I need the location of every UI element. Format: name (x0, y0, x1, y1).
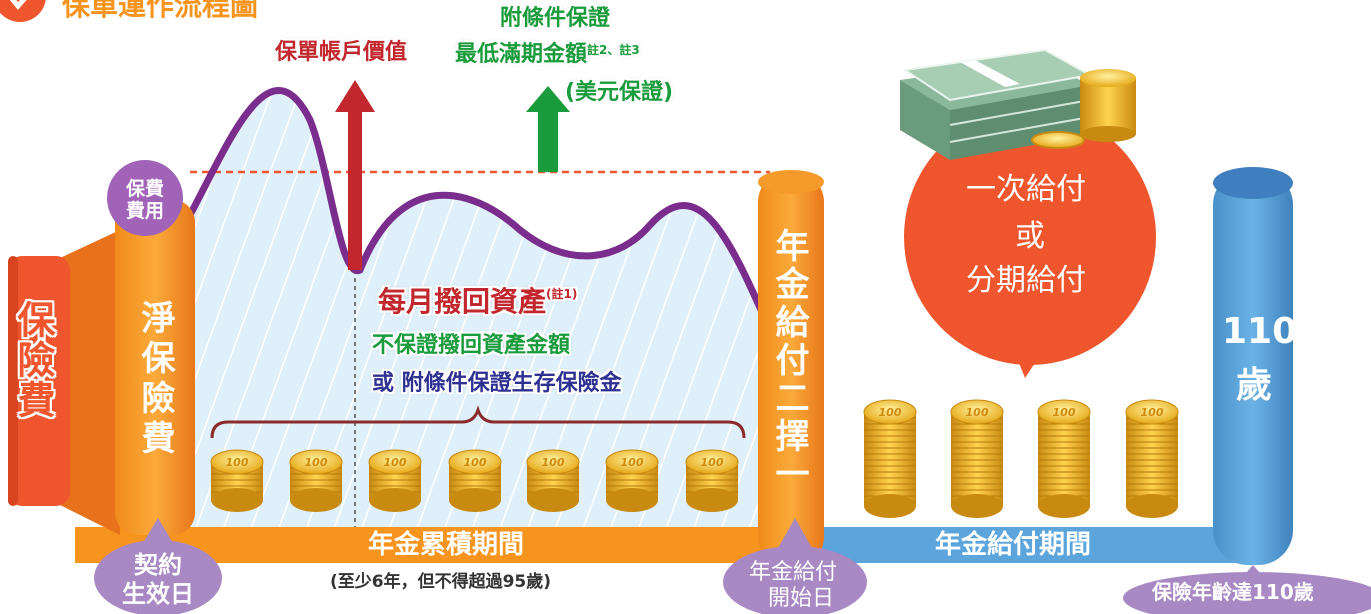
small-coin-stack: 100 (526, 449, 580, 512)
payment-bubble-line3: 分期給付 (966, 263, 1086, 298)
check-mark-icon (9, 0, 27, 10)
age-reach-badge (1123, 565, 1371, 614)
coins-bracket (210, 405, 746, 439)
coin-label: 100 (464, 456, 487, 469)
accumulation-note: (至少6年，但不得超過95歲) (330, 572, 552, 592)
premium-label-text: 保險費 (11, 300, 55, 420)
or-survival-label: 或 附條件保證生存保險金 (372, 371, 622, 396)
small-coin-stack: 100 (605, 449, 659, 512)
payout-period-label: 年金給付期間 (935, 530, 1092, 560)
fee-circle (107, 160, 183, 236)
no-guarantee-label: 不保證撥回資產金額 (372, 333, 571, 358)
coin-label: 100 (879, 406, 902, 419)
account-value-arrow (335, 80, 375, 270)
guarantee-note: 註2、註3 (587, 43, 640, 57)
page-title: 保單運作流程圖 (62, 0, 259, 22)
fee-label: 保費費用 (125, 178, 164, 222)
small-coin-stack: 100 (289, 449, 343, 512)
premium-block-shade (8, 256, 18, 506)
guarantee-line2: 最低滿期金額註2、註3 (455, 44, 640, 66)
age-110-cylinder (1213, 170, 1293, 565)
coin-label: 100 (621, 456, 644, 469)
payout-bar (790, 527, 1260, 563)
payout-start-line1: 年金給付 (749, 560, 838, 585)
accumulation-period-label: 年金累積期間 (368, 530, 525, 560)
coin-label: 100 (542, 456, 565, 469)
small-coin-stack: 100 (210, 449, 264, 512)
coin-label: 100 (701, 456, 724, 469)
small-coin-stack: 100 (368, 449, 422, 512)
coin-label: 100 (1141, 406, 1164, 419)
guarantee-arrow (526, 86, 570, 172)
tall-coin-stack: 100 (950, 399, 1004, 518)
guarantee-line3: (美元保證) (565, 80, 674, 105)
tall-coin-stack: 100 (1037, 399, 1091, 518)
annuity-choice-cylinder (758, 172, 824, 567)
premium-block (8, 256, 70, 506)
age-110-unit: 歲 (1236, 365, 1273, 406)
coin-label: 100 (226, 456, 249, 469)
payout-start-line2: 開始日 (768, 586, 835, 611)
small-coin-stack: 100 (448, 449, 502, 512)
payout-start-badge (723, 518, 867, 614)
gold-coin-stack-icon (1031, 69, 1136, 149)
net-premium-label: 淨保險費 (135, 300, 175, 460)
effective-date-line1: 契約 (134, 551, 182, 579)
payment-bubble (904, 109, 1156, 378)
monthly-withdraw-label: 每月撥回資產(註1) (378, 288, 577, 316)
age-reach-label: 保險年齡達110歲 (1152, 580, 1314, 604)
tall-coin-stacks: 100 100 100 100 (863, 399, 1179, 518)
coin-label: 100 (305, 456, 328, 469)
premium-label: 保險費 (11, 300, 55, 420)
account-value-label: 保單帳戶價值 (275, 40, 408, 65)
monthly-withdraw-note: (註1) (546, 287, 578, 301)
account-value-area (190, 90, 770, 530)
title-badge-icon (0, 0, 46, 22)
tall-coin-stack: 100 (1125, 399, 1179, 518)
small-coin-stacks: 100 100 100 100 100 100 100 (210, 449, 739, 512)
coin-label: 100 (966, 406, 989, 419)
age-110-number: 110 (1222, 311, 1298, 352)
annuity-choice-label: 年金給付二擇一 (769, 228, 809, 494)
guarantee-line1: 附條件保證 (500, 6, 611, 31)
age-cylinder-top (1213, 167, 1293, 199)
monthly-withdraw-text: 每月撥回資產 (378, 285, 547, 318)
coin-label: 100 (384, 456, 407, 469)
tall-coin-stack: 100 (863, 399, 917, 518)
net-premium-cylinder (115, 200, 195, 535)
account-value-curve (186, 87, 774, 334)
effective-date-badge (94, 518, 222, 614)
payment-bubble-line1: 一次給付 (966, 172, 1086, 207)
annuity-cylinder-top (758, 170, 824, 194)
small-coin-stack: 100 (685, 449, 739, 512)
payment-bubble-line2: 或 (1015, 219, 1045, 254)
premium-funnel (60, 230, 120, 535)
coin-label: 100 (1053, 406, 1076, 419)
effective-date-line2: 生效日 (122, 580, 194, 608)
guarantee-line2-text: 最低滿期金額 (455, 42, 588, 67)
